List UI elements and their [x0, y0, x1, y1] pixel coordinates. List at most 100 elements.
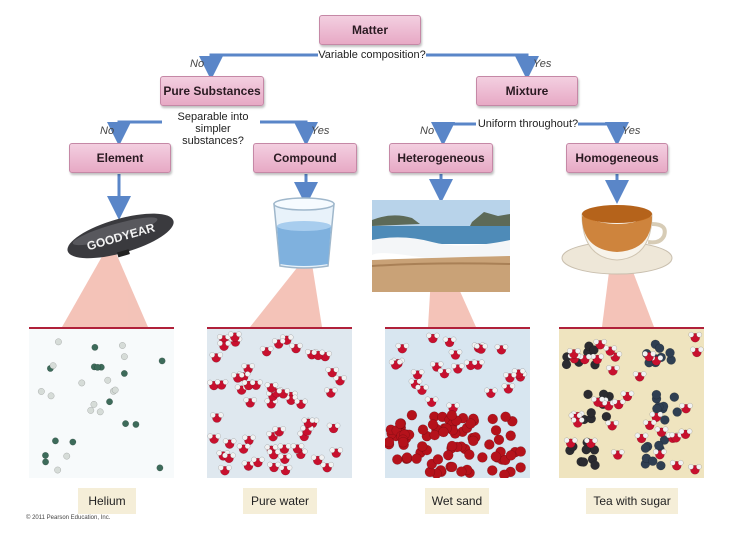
sand-particle: [438, 426, 449, 438]
sand-particle: [493, 434, 505, 445]
sand-particle: [490, 425, 502, 436]
helium-atom: [118, 342, 126, 349]
helium-atom: [158, 357, 166, 365]
sugar-molecule: [590, 460, 600, 470]
sand-particle: [487, 413, 498, 425]
sand-particle: [499, 469, 510, 478]
sand-particle: [432, 454, 444, 465]
node-heterogeneous: Heterogeneous: [389, 143, 493, 173]
sugar-molecule: [586, 408, 596, 418]
answer-no-matter: No: [190, 58, 205, 70]
arrow-matter-to-pure: [199, 53, 318, 80]
label-tea-with-sugar: Tea with sugar: [586, 488, 678, 514]
helium-atom: [54, 338, 62, 346]
node-homogeneous: Homogeneous: [566, 143, 668, 173]
water-glass-image: [273, 197, 335, 269]
label-helium: Helium: [78, 488, 136, 514]
sugar-molecule: [660, 415, 670, 425]
sugar-molecule: [601, 411, 612, 422]
panel-helium: [29, 327, 174, 478]
helium-atom: [120, 353, 128, 361]
sand-particle: [394, 418, 406, 429]
label-wet-sand: Wet sand: [425, 488, 489, 514]
arrow-mixture-to-heterogeneous: [431, 122, 476, 146]
helium-atom: [90, 400, 98, 408]
helium-atom: [69, 438, 77, 446]
helium-atom: [49, 362, 57, 370]
sand-particle: [392, 454, 403, 465]
sugar-molecule: [581, 444, 591, 455]
node-compound: Compound: [253, 143, 357, 173]
tea-cup-image: [561, 205, 673, 275]
sand-particle: [416, 441, 428, 452]
helium-atom: [42, 458, 50, 466]
sand-particle: [401, 452, 413, 463]
question-separable-line1: Separable into simpler: [177, 111, 249, 135]
sand-particle: [442, 449, 454, 461]
sand-particle: [446, 461, 458, 473]
panel-wet-sand: [385, 327, 530, 478]
sugar-molecule: [651, 389, 662, 400]
beach-image: [372, 200, 510, 292]
node-element: Element: [69, 143, 171, 173]
sugar-molecule: [561, 359, 572, 370]
helium-atom: [91, 343, 99, 351]
sand-particle: [446, 440, 458, 452]
copyright-text: © 2011 Pearson Education, Inc.: [26, 515, 111, 521]
sand-particle: [411, 453, 422, 464]
sugar-molecule: [654, 343, 665, 353]
node-mixture: Mixture: [476, 76, 578, 106]
sugar-molecule: [640, 443, 651, 453]
arrow-matter-to-mixture: [426, 53, 539, 80]
question-separable-line2: substances?: [182, 135, 244, 147]
sugar-molecule: [656, 460, 666, 471]
arrow-pure-to-compound: [260, 120, 318, 146]
sugar-molecule: [654, 440, 664, 451]
sugar-molecule: [583, 389, 593, 400]
sand-particle: [406, 409, 418, 421]
helium-atom: [120, 370, 128, 377]
arrow-mixture-to-homogeneous: [578, 122, 629, 146]
sugar-molecule: [648, 456, 658, 466]
sugar-molecule: [669, 392, 680, 402]
sugar-molecule: [578, 457, 589, 467]
answer-no-pure: No: [100, 125, 115, 137]
helium-atom: [94, 363, 102, 371]
answer-yes-pure: Yes: [311, 125, 330, 137]
helium-atom: [156, 464, 164, 472]
panel-tea-with-sugar: [559, 327, 704, 478]
label-pure-water: Pure water: [243, 488, 317, 514]
helium-atom: [104, 376, 112, 384]
helium-atom: [54, 466, 62, 474]
sand-particle: [465, 418, 476, 429]
sand-particle: [429, 429, 440, 441]
sugar-molecule: [665, 348, 675, 358]
helium-atom: [63, 452, 71, 460]
helium-atom: [47, 392, 55, 400]
sand-particle: [397, 436, 409, 448]
sand-particle: [500, 411, 511, 422]
sand-particle: [417, 424, 429, 435]
sand-particle: [385, 436, 395, 448]
sand-particle: [464, 449, 475, 460]
sand-particle: [484, 439, 495, 450]
zoom-beam-water: [250, 264, 322, 327]
sand-particle: [505, 430, 516, 441]
helium-atom: [37, 388, 45, 395]
sand-particle: [515, 446, 526, 457]
sand-particle: [487, 465, 498, 476]
helium-atom: [78, 379, 86, 387]
sugar-molecule: [672, 407, 682, 417]
node-matter: Matter: [319, 15, 421, 45]
sand-particle: [427, 419, 439, 430]
sand-particle: [490, 451, 502, 462]
sand-particle: [515, 462, 526, 473]
answer-no-mixture: No: [420, 125, 435, 137]
zoom-beam-helium: [62, 253, 148, 327]
helium-atom: [122, 420, 130, 428]
arrow-pure-to-element: [107, 120, 162, 146]
sand-particle: [477, 452, 488, 463]
question-separable: Separable into simpler substances?: [160, 111, 266, 147]
question-variable-composition: Variable composition?: [318, 49, 426, 61]
question-uniform: Uniform throughout?: [477, 118, 579, 130]
